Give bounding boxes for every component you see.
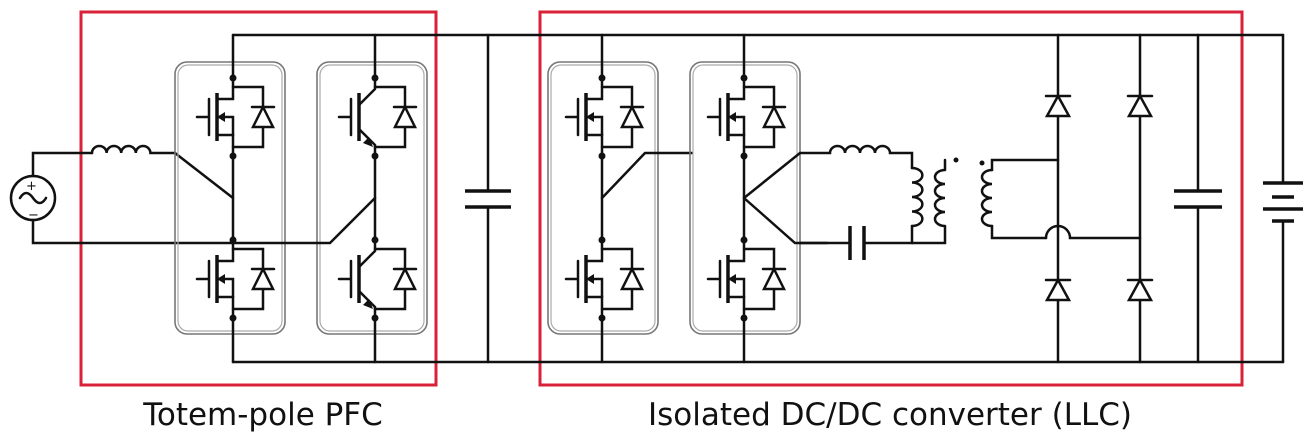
llc-highlight-box <box>538 10 1244 387</box>
ac-wires <box>31 151 235 245</box>
pfc-highlight-box <box>79 10 438 387</box>
pfc-igbt-low <box>337 235 418 323</box>
rectifier-diode-1 <box>1044 94 1072 118</box>
pfc-mosfet-high <box>195 73 276 161</box>
llc-mosfet-2-low <box>706 235 787 323</box>
llc-caption: Isolated DC/DC converter (LLC) <box>648 397 1132 433</box>
resonant-capacitor <box>798 224 914 260</box>
dc-link-capacitor <box>465 33 511 364</box>
pfc-module-2 <box>316 61 428 335</box>
rectifier-diode-3 <box>1044 278 1072 302</box>
svg-text:+: + <box>26 179 37 194</box>
rectifier-diode-4 <box>1126 278 1154 302</box>
output-capacitor <box>1174 33 1222 364</box>
llc-mosfet-2-high <box>706 73 787 161</box>
input-inductor <box>90 144 235 200</box>
resonant-inductor <box>742 151 829 245</box>
llc-mosfet-1-low <box>564 235 645 323</box>
battery-icon <box>1263 33 1303 364</box>
pfc-caption: Totem-pole PFC <box>142 397 383 433</box>
pfc-igbt-high <box>337 73 418 161</box>
llc-mosfet-1-high <box>564 73 645 161</box>
pfc-module-1 <box>174 61 286 335</box>
pfc-mosfet-low <box>195 235 276 323</box>
svg-text:−: − <box>28 208 39 223</box>
ac-source-icon: + − <box>9 174 57 223</box>
transformer <box>910 157 1060 245</box>
rectifier-diode-2 <box>1126 94 1154 118</box>
